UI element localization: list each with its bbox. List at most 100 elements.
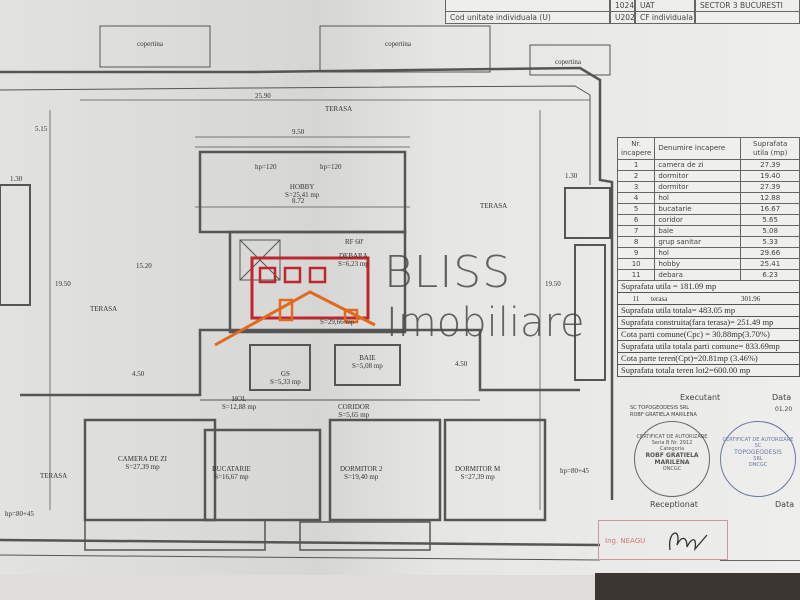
table-cell: 6 bbox=[616, 214, 656, 226]
data-label: Data bbox=[772, 393, 792, 402]
header-nr: Nr. incapere bbox=[616, 137, 656, 160]
rf-label: RF 60' bbox=[345, 238, 364, 246]
table-cell: 5.65 bbox=[740, 214, 800, 226]
reception-stamp-text: Ing. NEAGU bbox=[605, 537, 646, 545]
copertina-label: copertina bbox=[137, 40, 164, 48]
dimension-label: 1.30 bbox=[10, 175, 23, 183]
table-cell: 8 bbox=[616, 236, 656, 248]
terasa-label: TERASA bbox=[480, 202, 508, 210]
table-cell: 27.39 bbox=[740, 181, 800, 193]
summary-row: Suprafata totala teren lot2=600.00 mp bbox=[617, 365, 800, 377]
table-cell: baie bbox=[654, 225, 742, 237]
reception-stamp: Ing. NEAGU bbox=[598, 520, 728, 560]
terasa-label: TERASA bbox=[90, 305, 118, 313]
summary-row: Suprafata utila totala parti comune= 833… bbox=[617, 341, 800, 353]
table-cell: bucatarie bbox=[654, 203, 742, 215]
dimension-label: 5.15 bbox=[35, 125, 48, 133]
header-label: UAT bbox=[640, 1, 655, 10]
dimension-label: 19.50 bbox=[55, 280, 71, 288]
table-cell: grup sanitar bbox=[654, 236, 742, 248]
copertina-label: copertina bbox=[385, 40, 412, 48]
rooms-table: Nr. incapere Denumire incapere Suprafata… bbox=[616, 137, 800, 281]
table-cell: 5.08 bbox=[740, 225, 800, 237]
dimension-label: 19.50 bbox=[545, 280, 561, 288]
table-cell: coridor bbox=[654, 214, 742, 226]
table-cell: 9 bbox=[616, 247, 656, 259]
header-value: U202 bbox=[615, 13, 635, 22]
dimension-label: 1.30 bbox=[565, 172, 578, 180]
dimension-label: 15.20 bbox=[136, 262, 152, 270]
bliss-logo-icon bbox=[214, 256, 376, 347]
table-cell: hol bbox=[654, 192, 742, 204]
room-label-hol: S=29,66 mp bbox=[320, 318, 355, 326]
summary-row: Suprafata utila = 181.09 mp bbox=[617, 281, 800, 293]
dimension-label: 4.50 bbox=[132, 370, 145, 378]
table-cell: 1 bbox=[616, 159, 656, 171]
table-cell: 5.33 bbox=[740, 236, 800, 248]
dimension-label: 8.72 bbox=[292, 197, 305, 205]
table-cell: hol bbox=[654, 247, 742, 259]
terasa-label: TERASA bbox=[40, 472, 68, 480]
header-value: 1024 bbox=[615, 1, 635, 10]
table-cell: 4 bbox=[616, 192, 656, 204]
terasa-label: TERASA bbox=[325, 105, 353, 113]
table-cell: 3 bbox=[616, 181, 656, 193]
receptionat-label: Receptionat bbox=[650, 500, 698, 509]
header-label: Cod unitate individuala (U) bbox=[450, 13, 551, 22]
table-cell: camera de zi bbox=[654, 159, 742, 171]
person-name: ROBF GRATIELA MARILENA bbox=[630, 412, 697, 418]
table-cell: dormitor bbox=[654, 170, 742, 182]
terasa-area: 301.96 bbox=[741, 295, 761, 303]
watermark-bliss: BLISS bbox=[384, 247, 512, 298]
watermark-imobiliare: Imobiliare bbox=[386, 300, 585, 346]
table-cell: 7 bbox=[616, 225, 656, 237]
header-area: Suprafata utila (mp) bbox=[740, 137, 800, 160]
table-cell: 5 bbox=[616, 203, 656, 215]
dimension-label: hp=80+45 bbox=[560, 467, 589, 475]
signature bbox=[668, 532, 708, 552]
company-name: SC TOPOGEODESIS SRL bbox=[630, 405, 690, 411]
table-cell: 6.23 bbox=[740, 269, 800, 281]
background-surface bbox=[595, 573, 800, 600]
table-header: Nr. incapere Denumire incapere Suprafata… bbox=[616, 137, 800, 160]
dimension-label: hp=120 bbox=[320, 163, 342, 171]
table-cell: 27.39 bbox=[740, 159, 800, 171]
table-cell: 11 bbox=[616, 269, 656, 281]
dimension-label: 9.50 bbox=[292, 128, 305, 136]
table-cell: 29.66 bbox=[740, 247, 800, 259]
table-cell: 16.67 bbox=[740, 203, 800, 215]
summary-row: Cota parti comune(Cpc) = 30.88mp(3.70%) bbox=[617, 329, 800, 341]
dimension-label: hp=120 bbox=[255, 163, 277, 171]
table-cell: 19.40 bbox=[740, 170, 800, 182]
header-label: CF individuala bbox=[640, 13, 693, 22]
table-cell: 12.88 bbox=[740, 192, 800, 204]
summary-row: Cota parte teren(Cpt)=20.81mp (3.46%) bbox=[617, 353, 800, 365]
dimension-label: hp=80+45 bbox=[5, 510, 34, 518]
summary-row: Suprafata construita(fara terasa)= 251.4… bbox=[617, 317, 800, 329]
table-cell: 10 bbox=[616, 258, 656, 270]
header-name: Denumire incapere bbox=[654, 137, 742, 160]
data-label-2: Data bbox=[775, 500, 795, 509]
copertina-label: copertina bbox=[555, 58, 582, 66]
